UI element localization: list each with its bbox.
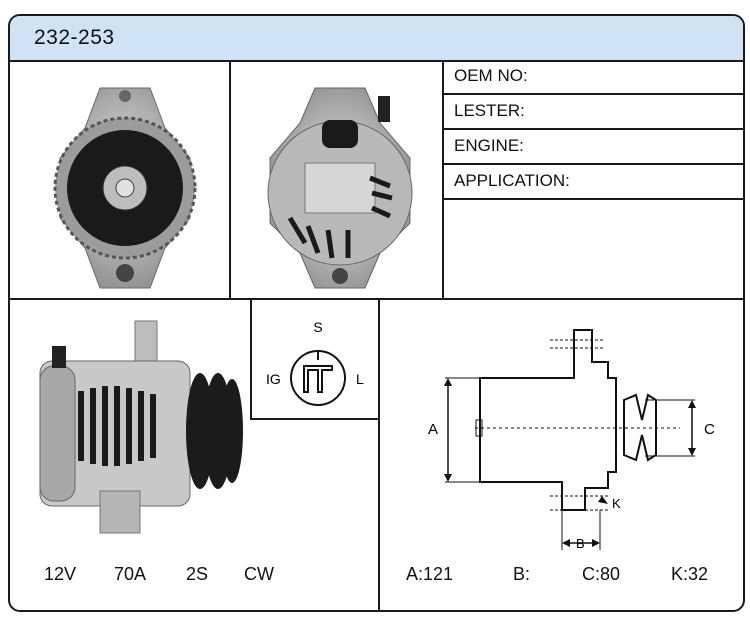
spec-groove: 2S [186, 564, 209, 584]
dimension-drawing: A C K B [428, 329, 715, 550]
divider-h-middle [10, 298, 743, 300]
info-row-engine: ENGINE: [444, 130, 743, 165]
spec-dimension-c: C:80 [582, 564, 621, 584]
product-sheet: 232-253 OEM NO: LESTER: ENGINE: APPLICAT… [8, 14, 745, 612]
dimension-c-label: C [704, 421, 715, 438]
divider-v1 [229, 60, 231, 300]
info-row-oem: OEM NO: [444, 60, 743, 95]
lester-label: LESTER: [454, 101, 525, 120]
spec-voltage: 12V [44, 564, 77, 584]
connector-ig-label: IG [266, 371, 281, 387]
alternator-front-photo [53, 87, 197, 289]
connector-diagram: S IG L [266, 319, 364, 406]
spec-rotation: CW [244, 564, 274, 584]
title-bar: 232-253 [10, 16, 743, 62]
connector-box-left [250, 298, 252, 420]
spec-dimension-b: B: [513, 564, 531, 584]
connector-box-bottom [250, 418, 380, 420]
info-row-application: APPLICATION: [444, 165, 743, 200]
spec-dimension-a: A:121 [406, 564, 454, 584]
alternator-side-photo [39, 320, 243, 534]
connector-l-label: L [356, 371, 364, 387]
info-row-lester: LESTER: [444, 95, 743, 130]
spec-amperage: 70A [114, 564, 147, 584]
divider-v2 [442, 60, 444, 300]
oem-no-label: OEM NO: [454, 66, 528, 85]
engine-label: ENGINE: [454, 136, 524, 155]
dimension-a-label: A [428, 421, 438, 438]
spec-dimension-k: K:32 [671, 564, 709, 584]
dimension-b-label: B [576, 536, 585, 550]
part-number-title: 232-253 [34, 26, 115, 49]
connector-s-label: S [313, 319, 322, 335]
divider-v3 [378, 298, 380, 610]
alternator-rear-photo [267, 87, 413, 289]
dimension-k-label: K [612, 496, 621, 511]
application-label: APPLICATION: [454, 171, 570, 190]
